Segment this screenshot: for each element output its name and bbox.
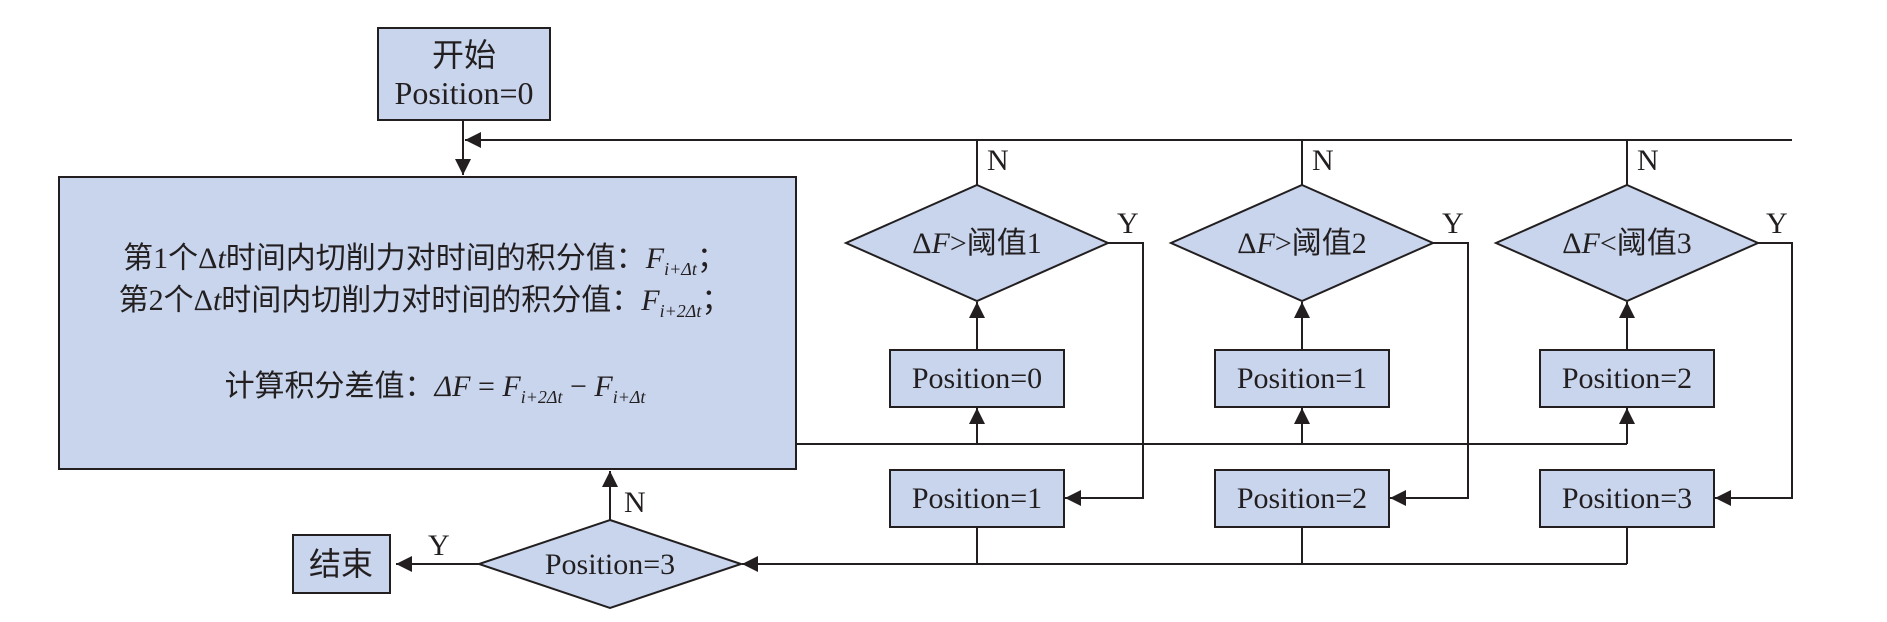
condition-3-rest: <阈值3 bbox=[1600, 227, 1692, 260]
position-set-2-label: Position=2 bbox=[1237, 482, 1367, 515]
condition-2-rest: >阈值2 bbox=[1275, 227, 1367, 260]
calc-line-2-text: 时间内切削力对时间的积分值： bbox=[221, 284, 641, 317]
condition-1-rest: >阈值1 bbox=[950, 227, 1042, 260]
calc-line-2-delta: Δ bbox=[194, 284, 213, 317]
calc-line-3-F2: F bbox=[593, 370, 613, 403]
condition-3-label: ΔF<阈值3 bbox=[1562, 227, 1692, 260]
position-check-3-label: Position=2 bbox=[1562, 362, 1692, 395]
calc-line-2-end: ； bbox=[701, 284, 731, 317]
calc-line-1-end: ； bbox=[697, 242, 727, 275]
final-no-label: N bbox=[624, 486, 646, 519]
position-check-2-label: Position=1 bbox=[1237, 362, 1367, 395]
position-check-1-label: Position=0 bbox=[912, 362, 1042, 395]
end-node: 结束 bbox=[292, 534, 391, 594]
calc-line-3-eq: = bbox=[471, 370, 503, 403]
edge-cond1-yes bbox=[1065, 242, 1144, 506]
condition-1-node: ΔF>阈值1 bbox=[843, 183, 1111, 303]
calc-node: 第1个Δt时间内切削力对时间的积分值：Fi+Δt； 第2个Δt时间内切削力对时间… bbox=[58, 176, 797, 470]
cond2-yes-label: Y bbox=[1442, 207, 1464, 240]
cond1-yes-label: Y bbox=[1117, 207, 1139, 240]
calc-line-3-F1: F bbox=[501, 370, 521, 403]
cond1-no-label: N bbox=[987, 144, 1009, 177]
position-set-1-label: Position=1 bbox=[912, 482, 1042, 515]
calc-line-2-F: F bbox=[640, 284, 660, 317]
position-check-1-node: Position=0 bbox=[889, 349, 1065, 408]
calc-line-1-delta: Δ bbox=[198, 242, 217, 275]
start-node: 开始 Position=0 bbox=[377, 27, 551, 121]
cond2-no-label: N bbox=[1312, 144, 1334, 177]
cond3-yes-label: Y bbox=[1766, 207, 1788, 240]
end-label: 结束 bbox=[309, 546, 373, 582]
calc-line-3: 计算积分差值：ΔF = Fi+2Δt − Fi+Δt bbox=[225, 370, 647, 407]
calc-line-1-sub: i+Δt bbox=[664, 259, 698, 279]
calc-line-3-prefix: 计算积分差值： bbox=[225, 370, 435, 403]
position-set-2-node: Position=2 bbox=[1214, 469, 1390, 528]
final-check-label: Position=3 bbox=[545, 548, 675, 581]
calc-line-2: 第2个Δt时间内切削力对时间的积分值：Fi+2Δt； bbox=[119, 284, 732, 321]
condition-3-F: F bbox=[1581, 227, 1601, 260]
final-check-node: Position=3 bbox=[475, 518, 745, 610]
final-yes-label: Y bbox=[428, 529, 450, 562]
calc-line-3-minus: − bbox=[562, 370, 594, 403]
condition-1-delta: Δ bbox=[912, 227, 931, 260]
condition-2-label: ΔF>阈值2 bbox=[1237, 227, 1367, 260]
position-check-2-node: Position=1 bbox=[1214, 349, 1390, 408]
condition-2-delta: Δ bbox=[1237, 227, 1256, 260]
calc-line-2-sub: i+2Δt bbox=[660, 301, 703, 321]
condition-3-delta: Δ bbox=[1562, 227, 1581, 260]
calc-line-1-prefix: 第1个 bbox=[123, 242, 198, 275]
start-position-label: Position=0 bbox=[395, 75, 534, 111]
calc-line-3-sub1: i+2Δt bbox=[521, 387, 564, 407]
calc-line-2-t: t bbox=[213, 284, 222, 317]
edge-cond2-yes bbox=[1390, 242, 1469, 506]
calc-line-2-prefix: 第2个 bbox=[119, 284, 194, 317]
calc-line-3-sub2: i+Δt bbox=[613, 387, 647, 407]
condition-2-node: ΔF>阈值2 bbox=[1168, 183, 1436, 303]
condition-1-F: F bbox=[931, 227, 951, 260]
edge-labels: N N N Y Y Y N Y bbox=[428, 144, 1788, 562]
edges bbox=[396, 120, 1793, 572]
position-set-1-node: Position=1 bbox=[889, 469, 1065, 528]
condition-1-label: ΔF>阈值1 bbox=[912, 227, 1042, 260]
cond3-no-label: N bbox=[1637, 144, 1659, 177]
start-label: 开始 bbox=[432, 37, 496, 73]
calc-line-1-t: t bbox=[217, 242, 226, 275]
position-set-3-node: Position=3 bbox=[1539, 469, 1715, 528]
edge-cond3-yes bbox=[1715, 242, 1793, 506]
calc-line-3-dF: ΔF bbox=[434, 370, 472, 403]
calc-line-1-text: 时间内切削力对时间的积分值： bbox=[226, 242, 646, 275]
position-set-3-label: Position=3 bbox=[1562, 482, 1692, 515]
calc-line-1-F: F bbox=[645, 242, 665, 275]
condition-3-node: ΔF<阈值3 bbox=[1493, 183, 1761, 303]
calc-line-1: 第1个Δt时间内切削力对时间的积分值：Fi+Δt； bbox=[123, 242, 727, 279]
condition-2-F: F bbox=[1256, 227, 1276, 260]
position-check-3-node: Position=2 bbox=[1539, 349, 1715, 408]
